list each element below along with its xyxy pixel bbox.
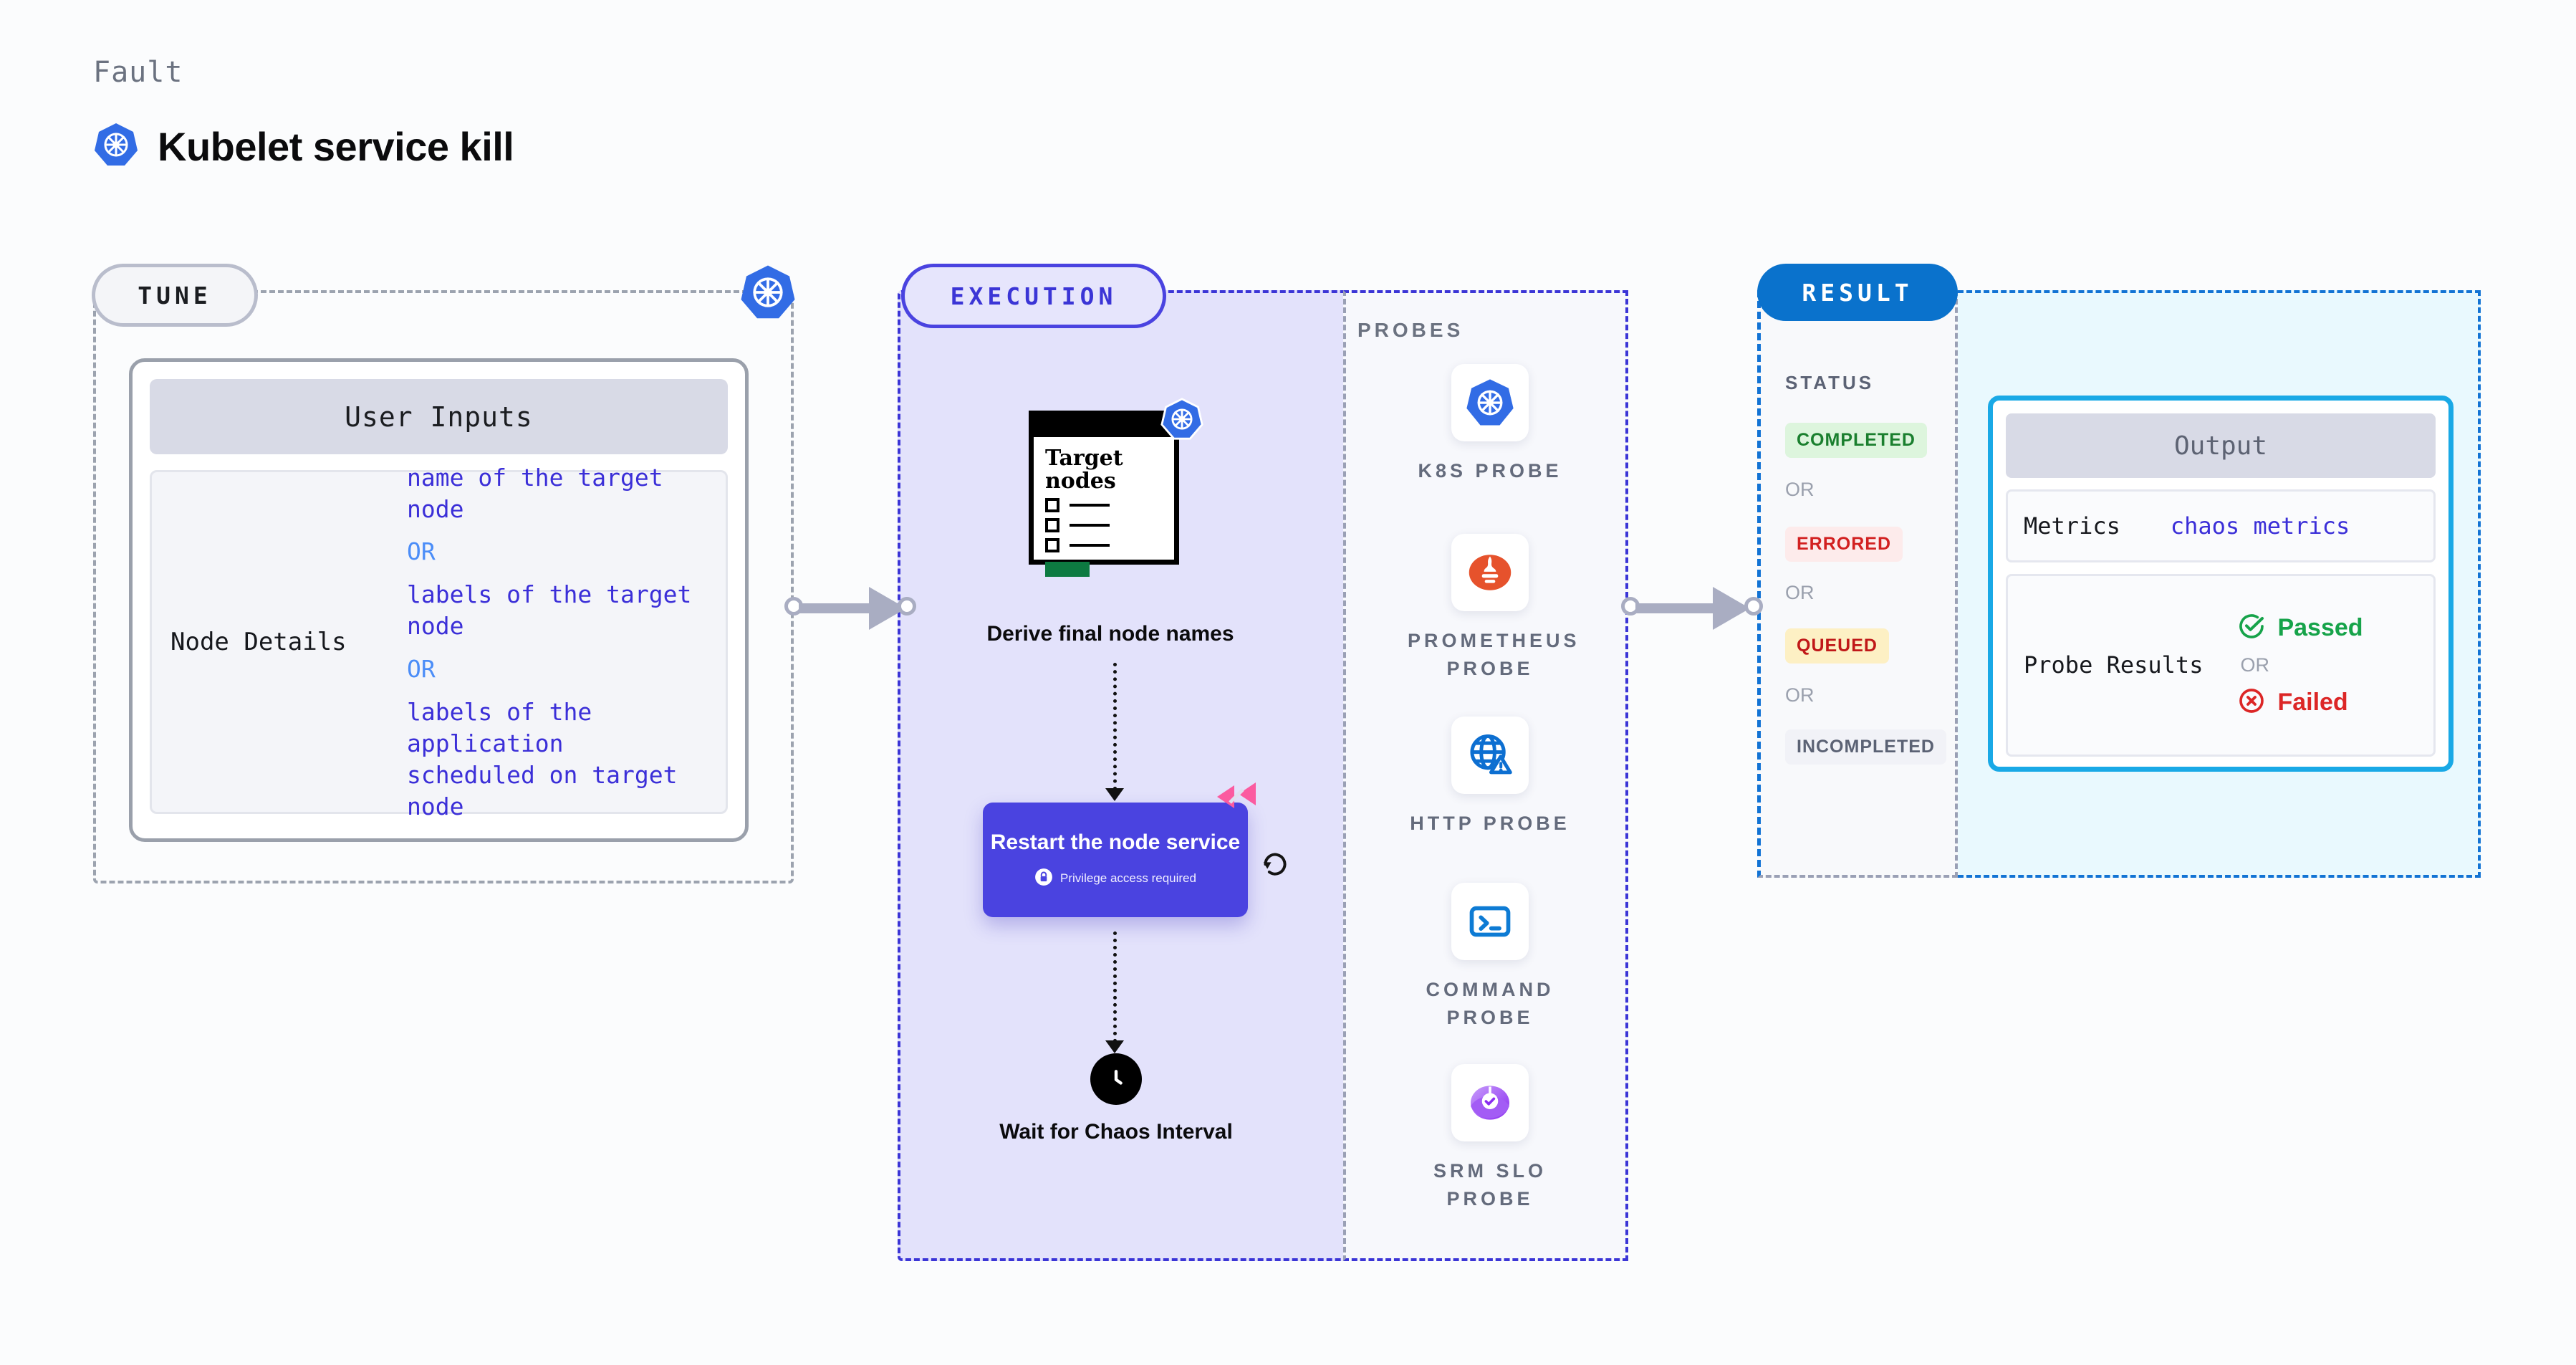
tune-pill-label: TUNE <box>138 281 212 310</box>
node-details-separator-2: OR <box>407 655 436 683</box>
connector-bar <box>1635 603 1729 613</box>
kubernetes-icon <box>93 122 139 171</box>
result-stage-pill[interactable]: RESULT <box>1757 264 1958 321</box>
metrics-value: chaos metrics <box>2170 512 2350 540</box>
harness-mark-icon <box>1216 781 1257 817</box>
probe-result-failed: Failed <box>2237 686 2363 719</box>
probe-passed-label: Passed <box>2277 614 2363 641</box>
probe-item-k8s[interactable]: K8S PROBE <box>1408 364 1572 485</box>
srm-slo-icon <box>1451 1064 1529 1141</box>
result-pill-label: RESULT <box>1802 278 1913 307</box>
fault-title-row: Kubelet service kill <box>93 122 514 171</box>
output-header: Output <box>2006 413 2436 478</box>
privilege-note: Privilege access required <box>1034 868 1196 890</box>
probe-label: HTTP PROBE <box>1410 813 1570 834</box>
probe-results-row: Probe Results Passed OR <box>2006 574 2436 757</box>
target-nodes-window-icon: Target nodes <box>1029 398 1203 577</box>
status-separator-2: OR <box>1785 582 1815 603</box>
probe-failed-label: Failed <box>2277 689 2348 716</box>
derive-final-node-names-label: Derive final node names <box>986 622 1234 646</box>
terminal-icon <box>1451 883 1529 960</box>
connector-execution-to-result <box>1621 585 1764 630</box>
connector-end-dot <box>1744 597 1763 616</box>
flow-arrow-1 <box>1105 788 1124 801</box>
node-details-row: Node Details name of the target node OR … <box>150 464 728 820</box>
retry-icon[interactable] <box>1257 844 1293 880</box>
tune-stage-pill[interactable]: TUNE <box>92 264 258 327</box>
connector-tune-to-execution <box>784 585 918 630</box>
status-separator-3: OR <box>1785 684 1815 706</box>
flow-connector-2 <box>1113 931 1117 1043</box>
status-separator-1: OR <box>1785 479 1815 500</box>
globe-warning-icon <box>1451 717 1529 794</box>
kubernetes-icon <box>1160 398 1203 441</box>
probe-item-srm-slo[interactable]: SRM SLO PROBE <box>1408 1064 1572 1213</box>
target-window-heading: Target nodes <box>1045 446 1123 494</box>
probe-result-passed: Passed <box>2237 612 2363 644</box>
restart-node-title: Restart the node service <box>990 830 1241 855</box>
metrics-row: Metrics chaos metrics <box>2006 489 2436 562</box>
probe-label: PROMETHEUS PROBE <box>1408 630 1580 680</box>
node-details-separator-1: OR <box>407 537 436 566</box>
check-circle-icon <box>2237 612 2266 644</box>
user-inputs-header: User Inputs <box>150 379 728 454</box>
output-card: Output Metrics chaos metrics Probe Resul… <box>1988 396 2454 772</box>
privilege-note-label: Privilege access required <box>1060 871 1196 886</box>
x-circle-icon <box>2237 686 2266 719</box>
status-badge-incompleted: INCOMPLETED <box>1785 729 1946 765</box>
status-badge-completed: COMPLETED <box>1785 423 1927 458</box>
execution-stage-pill[interactable]: EXECUTION <box>901 264 1166 328</box>
status-badge-errored: ERRORED <box>1785 527 1903 562</box>
probe-label: SRM SLO PROBE <box>1433 1160 1547 1210</box>
prometheus-icon <box>1451 534 1529 611</box>
node-details-value-2: labels of the target node <box>407 580 692 641</box>
wait-for-chaos-interval-label: Wait for Chaos Interval <box>999 1120 1233 1144</box>
probes-section-label: PROBES <box>1357 319 1464 341</box>
node-details-key: Node Details <box>170 628 347 656</box>
node-details-values: name of the target node OR labels of the… <box>407 462 717 823</box>
execution-pill-label: EXECUTION <box>950 282 1118 310</box>
kubernetes-icon <box>739 264 797 321</box>
probe-results-values: Passed OR Failed <box>2237 612 2363 719</box>
lock-icon <box>1034 868 1053 890</box>
flow-connector-1 <box>1113 663 1117 790</box>
probe-results-separator: OR <box>2240 654 2269 676</box>
connector-arrowhead <box>1713 587 1750 630</box>
probe-label: K8S PROBE <box>1418 460 1562 482</box>
node-details-value-3: labels of the application scheduled on t… <box>407 697 678 820</box>
status-section-label: STATUS <box>1785 372 1875 393</box>
flow-arrow-2 <box>1105 1040 1124 1053</box>
user-inputs-card: User Inputs Node Details name of the tar… <box>129 358 749 842</box>
clock-icon <box>1090 1053 1142 1105</box>
connector-end-dot <box>898 597 916 616</box>
page-title: Kubelet service kill <box>158 124 514 169</box>
probe-label: COMMAND PROBE <box>1426 979 1554 1029</box>
probe-item-command[interactable]: COMMAND PROBE <box>1408 883 1572 1032</box>
probe-item-http[interactable]: HTTP PROBE <box>1408 717 1572 838</box>
status-badge-queued: QUEUED <box>1785 628 1889 664</box>
fault-eyebrow-label: Fault <box>93 56 183 89</box>
connector-bar <box>799 603 885 613</box>
status-column <box>1757 290 1958 878</box>
probe-results-key: Probe Results <box>2024 651 2203 679</box>
probe-item-prometheus[interactable]: PROMETHEUS PROBE <box>1408 534 1580 683</box>
metrics-key: Metrics <box>2024 512 2120 540</box>
tune-panel <box>93 290 794 883</box>
node-details-value-1: name of the target node <box>407 463 663 523</box>
restart-node-service-node[interactable]: Restart the node service Privilege acces… <box>983 803 1248 917</box>
kubernetes-icon <box>1451 364 1529 441</box>
